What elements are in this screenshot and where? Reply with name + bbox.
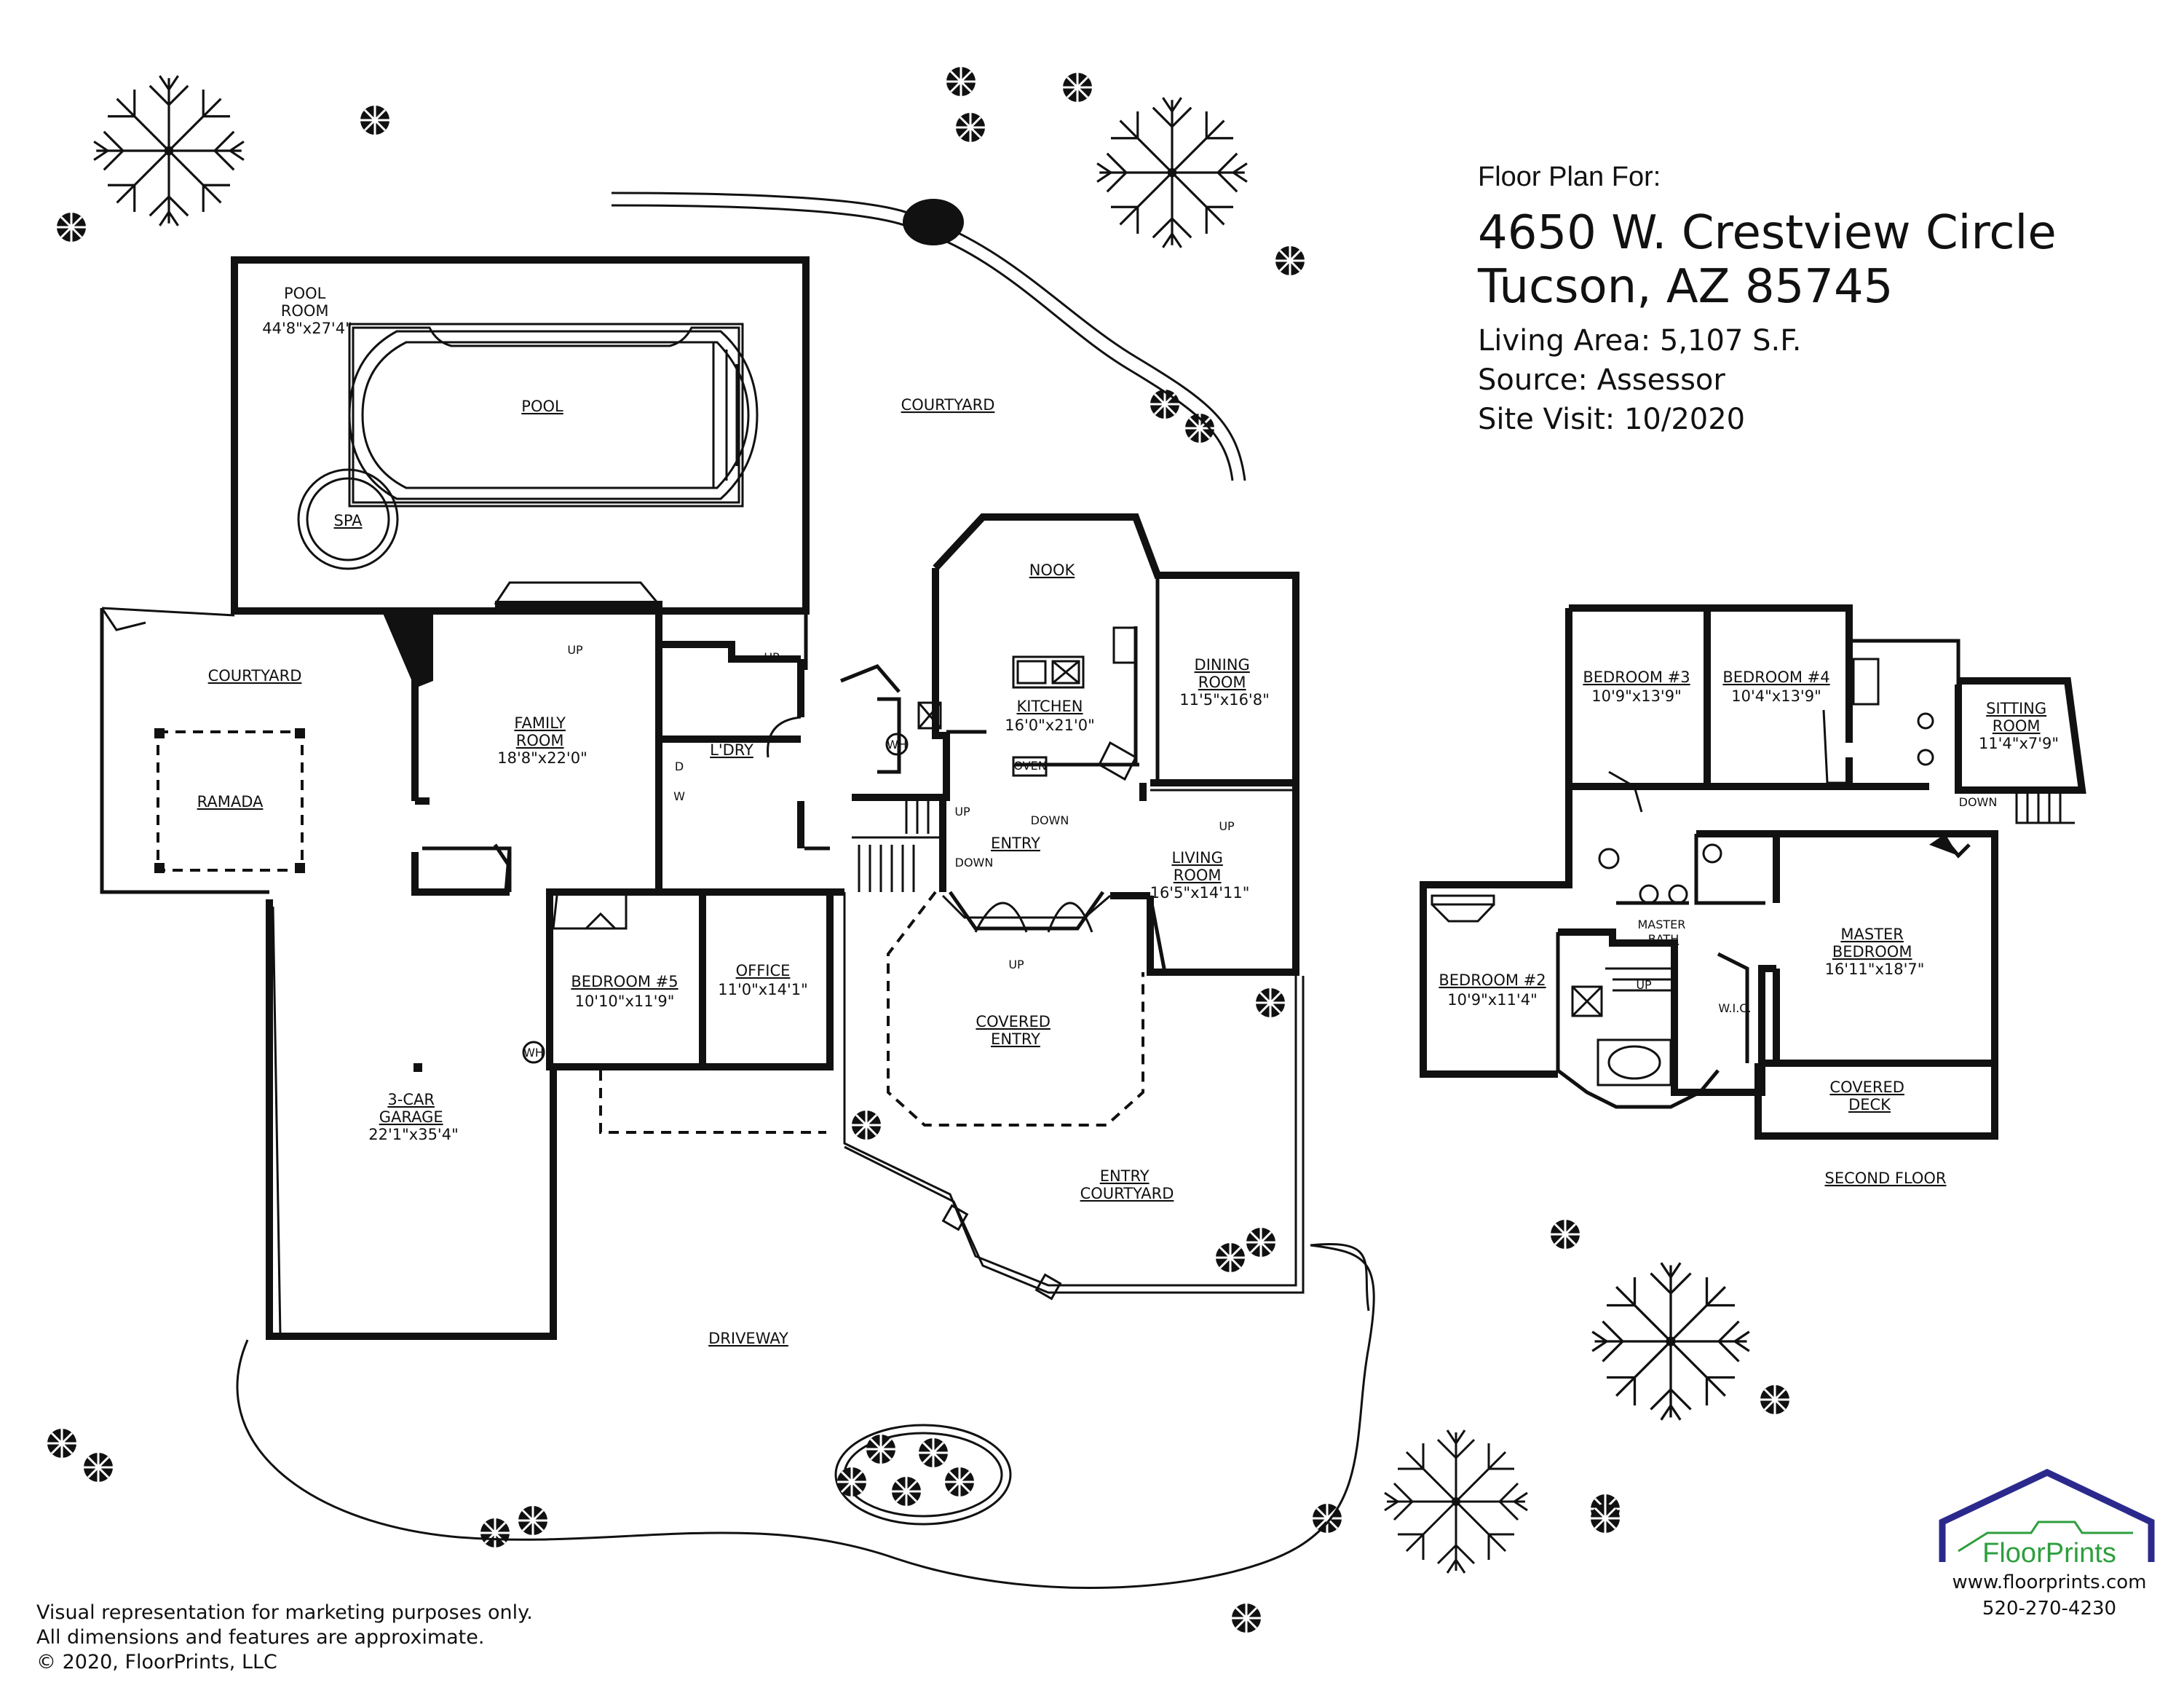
pool-room-dims: 44'8"x27'4" — [262, 320, 352, 337]
living-area: Living Area: 5,107 S.F. — [1478, 324, 1802, 358]
washer-label: W — [673, 789, 685, 803]
dining-room-dims: 11'5"x16'8" — [1179, 691, 1269, 709]
oven-label: OVEN — [1013, 759, 1046, 773]
pool-label: POOL — [521, 398, 563, 415]
brand-name: FloorPrints — [1982, 1538, 2116, 1569]
up-label-second: UP — [1636, 978, 1652, 992]
master-bedroom-dims: 16'11"x18'7" — [1825, 961, 1925, 978]
courtyard-north-label: COURTYARD — [901, 396, 995, 414]
site-visit: Site Visit: 10/2020 — [1478, 403, 1746, 436]
entry-label: ENTRY — [991, 835, 1040, 852]
second-floor — [1420, 604, 2086, 1140]
pool-room-label: POOL ROOM 44'8"x27'4" — [262, 285, 352, 337]
laundry-label: L'DRY — [710, 741, 753, 759]
second-floor-label: SECOND FLOOR — [1824, 1170, 1946, 1187]
garden-path — [611, 192, 1246, 481]
disclaimer-line-1: Visual representation for marketing purp… — [36, 1601, 533, 1624]
sitting-room-dims: 11'4"x7'9" — [1979, 735, 2059, 752]
source: Source: Assessor — [1478, 363, 1725, 397]
water-heater-label-2: WH — [523, 1046, 544, 1060]
bedroom3-label: BEDROOM #3 — [1583, 669, 1690, 686]
second-floor-labels: BEDROOM #3 10'9"x13'9" BEDROOM #4 10'4"x… — [1439, 669, 2059, 1187]
brand: FloorPrints www.floorprints.com 520-270-… — [1915, 1537, 2184, 1622]
first-floor — [100, 256, 1305, 1340]
garage-label: 3-CAR GARAGE 22'1"x35'4" — [368, 1091, 458, 1143]
office-label: OFFICE — [736, 962, 791, 979]
brand-website[interactable]: www.floorprints.com — [1952, 1571, 2147, 1593]
covered-entry-label: COVERED ENTRY — [976, 1013, 1055, 1048]
first-floor-labels: POOL ROOM 44'8"x27'4" POOL SPA COURTYARD… — [197, 285, 1270, 1347]
spa — [297, 468, 399, 570]
title-prefix: Floor Plan For: — [1478, 162, 1661, 192]
pool-room-name-2: ROOM — [281, 302, 329, 320]
spa-label: SPA — [333, 512, 363, 529]
planter-island — [834, 1424, 1012, 1526]
pool — [348, 330, 759, 500]
master-bedroom-label: MASTER BEDROOM 16'11"x18'7" — [1825, 926, 1925, 978]
nook-label: NOOK — [1029, 561, 1076, 579]
garage-dims: 22'1"x35'4" — [368, 1126, 458, 1143]
dining-room-label: DINING ROOM 11'5"x16'8" — [1179, 656, 1269, 709]
bedroom4-label: BEDROOM #4 — [1722, 669, 1829, 686]
dryer-label: D — [675, 760, 684, 773]
address-line-1: 4650 W. Crestview Circle — [1478, 206, 2057, 260]
bedroom4-dims: 10'4"x13'9" — [1731, 687, 1821, 705]
up-label-entry: UP — [1008, 958, 1024, 971]
up-label-laundry: UP — [764, 650, 780, 664]
ramada-label: RAMADA — [197, 793, 264, 811]
up-label-living: UP — [1219, 819, 1235, 833]
up-label-family: UP — [567, 643, 583, 657]
water-heater-label-1: WH — [887, 738, 907, 752]
wic-label: W.I.C. — [1718, 1001, 1751, 1015]
family-room-label: FAMILY ROOM 18'8"x22'0" — [497, 714, 587, 767]
pool-room-name-1: POOL — [284, 285, 326, 302]
driveway-curve — [236, 1243, 1375, 1589]
kitchen-dims: 16'0"x21'0" — [1005, 717, 1094, 734]
courtyard-west-label: COURTYARD — [208, 667, 302, 685]
sitting-room-label: SITTING ROOM 11'4"x7'9" — [1979, 700, 2059, 752]
up-label-stairs: UP — [954, 805, 970, 819]
copyright: © 2020, FloorPrints, LLC — [36, 1651, 277, 1673]
west-courtyard — [100, 607, 305, 894]
brand-phone: 520-270-4230 — [1982, 1598, 2117, 1620]
covered-deck-label: COVERED DECK — [1829, 1078, 1909, 1113]
floorprints-logo-icon — [1939, 1469, 2155, 1562]
family-room-dims: 18'8"x22'0" — [497, 749, 587, 767]
bedroom3-dims: 10'9"x13'9" — [1591, 687, 1681, 705]
kitchen-label: KITCHEN — [1017, 698, 1083, 715]
bedroom2-label: BEDROOM #2 — [1439, 971, 1546, 989]
master-bath-label: MASTER BATH — [1638, 918, 1690, 946]
bedroom5-dims: 10'10"x11'9" — [575, 993, 675, 1010]
disclaimer-line-2: All dimensions and features are approxim… — [36, 1626, 485, 1649]
driveway-label: DRIVEWAY — [708, 1330, 788, 1347]
living-room-dims: 16'5"x14'11" — [1150, 884, 1250, 902]
office-dims: 11'0"x14'1" — [718, 981, 807, 998]
title-block: Floor Plan For: 4650 W. Crestview Circle… — [1478, 162, 2133, 439]
entry-courtyard-label: ENTRY COURTYARD — [1080, 1167, 1174, 1202]
disclaimer: Visual representation for marketing purp… — [36, 1601, 533, 1675]
down-label-stairs: DOWN — [955, 856, 994, 869]
bedroom2-dims: 10'9"x11'4" — [1447, 991, 1537, 1009]
living-room-label: LIVING ROOM 16'5"x14'11" — [1150, 849, 1250, 902]
bedroom5-label: BEDROOM #5 — [571, 973, 678, 990]
address-line-2: Tucson, AZ 85745 — [1478, 260, 1894, 314]
down-label-second: DOWN — [1959, 795, 1998, 809]
down-label-entry: DOWN — [1031, 813, 1069, 827]
